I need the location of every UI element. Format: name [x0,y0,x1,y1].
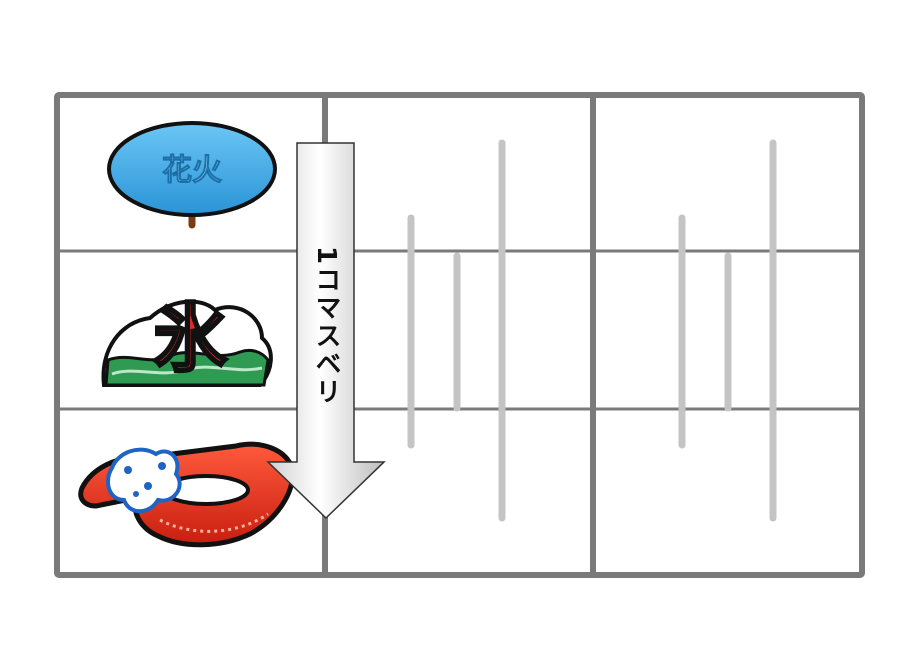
geta-symbol [78,441,295,548]
reel3-motion-lines [678,139,777,522]
ice-symbol: 氷 [101,295,273,387]
fan-symbol: 花火 [107,121,277,229]
slip-arrow-label: 1コマスベリ [311,246,341,406]
ice-label: 氷 [153,296,227,382]
fan-label: 花火 [162,153,222,188]
slip-arrow [266,142,386,520]
reel2-motion-lines [407,139,506,522]
